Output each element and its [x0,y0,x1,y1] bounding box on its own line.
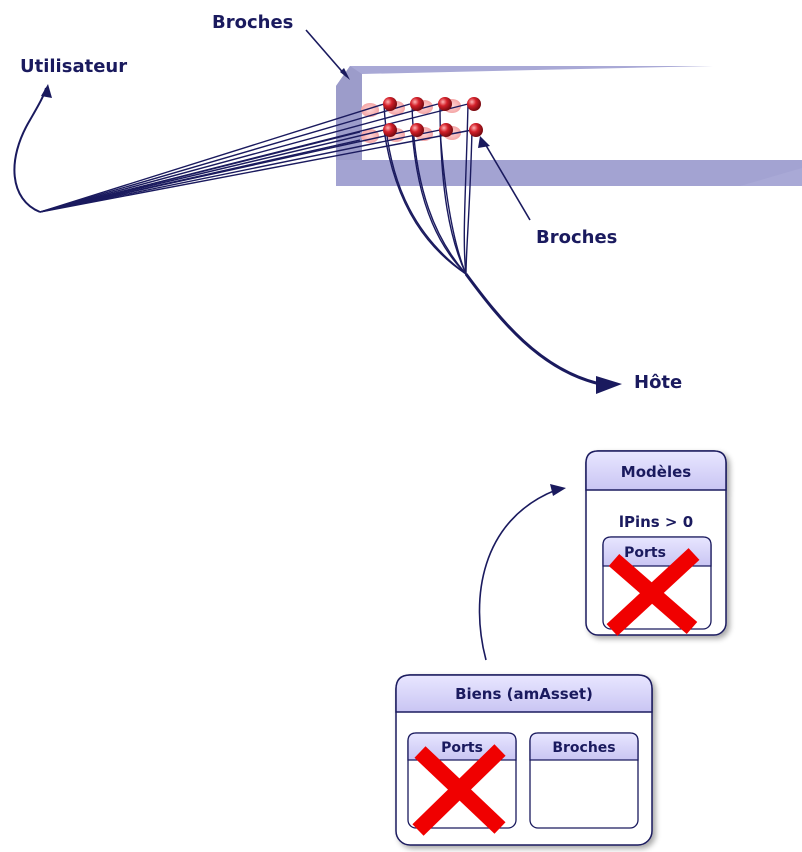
models-cross-icon [606,548,700,636]
assets-broches-table [529,732,639,829]
assets-box-title: Biens (amAsset) [455,685,593,703]
assets-to-models-arrow [478,484,566,661]
assets-ports-label: Ports [441,740,483,756]
broches-right-label: Broches [536,227,617,248]
assets-broches-label: Broches [552,740,615,756]
utilisateur-label: Utilisateur [20,56,127,77]
models-condition: lPins > 0 [619,513,693,531]
user-arrow [13,84,52,213]
host-arrow [464,273,622,394]
connector-panel [336,64,802,186]
user-wires [39,103,473,213]
hote-label: Hôte [634,372,682,393]
assets-cross-icon [412,744,506,836]
models-ports-label: Ports [624,545,666,561]
broches-top-label: Broches [212,12,293,33]
broches-right-pointer [478,136,531,221]
models-box-title: Modèles [621,463,691,481]
broches-top-pointer [305,29,350,80]
pins [383,97,483,137]
